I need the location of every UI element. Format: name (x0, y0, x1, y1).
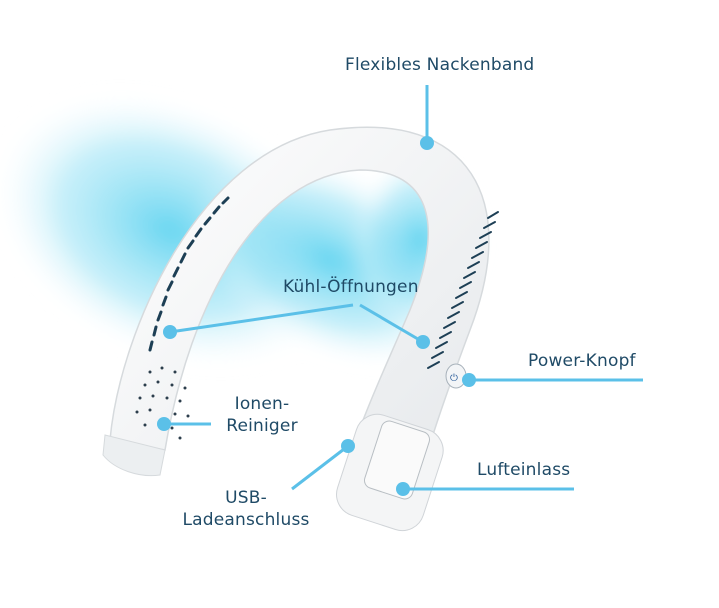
left-vents (148, 196, 230, 352)
label-ion-purifier-line1: Ionen- (234, 394, 290, 414)
ion-purifier-holes (135, 366, 190, 440)
right-vents (427, 211, 499, 369)
label-usb-port: USB- Ladeanschluss (176, 487, 316, 531)
label-ion-purifier-line2: Reiniger (226, 416, 298, 436)
label-cooling-vents: Kühl-Öffnungen (283, 277, 419, 297)
label-ion-purifier: Ionen- Reiniger (222, 393, 302, 437)
label-power-button: Power-Knopf (528, 351, 636, 371)
power-button-graphic: ⏻ (445, 363, 467, 389)
label-neckband: Flexibles Nackenband (345, 55, 535, 75)
label-usb-line1: USB- (225, 488, 267, 508)
callouts (157, 85, 643, 496)
label-air-intake: Lufteinlass (477, 460, 571, 480)
label-usb-line2: Ladeanschluss (182, 510, 310, 530)
svg-text:⏻: ⏻ (450, 373, 458, 384)
